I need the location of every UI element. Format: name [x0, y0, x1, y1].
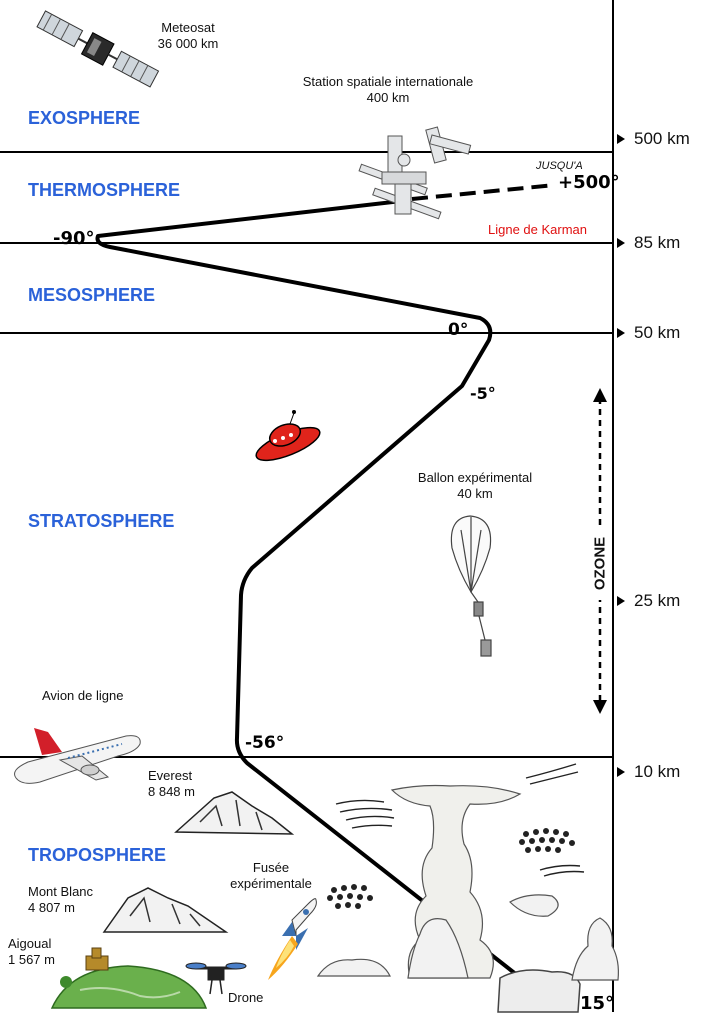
iss-name: Station spatiale internationale [302, 74, 474, 89]
aigoual-altitude: 1 567 m [8, 952, 55, 967]
iss-altitude: 400 km [366, 90, 410, 105]
balloon-name: Ballon expérimental [417, 470, 533, 485]
ozone-arrow [591, 388, 609, 714]
layer-thermosphere: THERMOSPHERE [28, 180, 181, 200]
everest-icon [174, 791, 295, 835]
ground-cloud [497, 969, 581, 1013]
small-clouds [316, 894, 619, 981]
meteosat-name: Meteosat [161, 20, 215, 35]
meso-top-temp: -90° [53, 228, 95, 249]
everest-altitude: 8 848 m [148, 784, 195, 799]
plane-caption: Avion de ligne [42, 688, 124, 703]
aigoual-caption: Aigoual 1 567 m [8, 936, 68, 968]
meteosat-caption: Meteosat 36 000 km [148, 20, 228, 52]
cirrus-clouds [335, 763, 585, 877]
ufo-icon [255, 410, 321, 462]
montblanc-altitude: 4 807 m [28, 900, 75, 915]
altitude-label-50: 50 km [634, 323, 681, 342]
balloon-caption: Ballon expérimental 40 km [400, 470, 550, 502]
thermo-temp-value: +500° [558, 172, 620, 193]
altitude-label-85: 85 km [634, 233, 681, 252]
strato-mid-temp: -5° [470, 384, 496, 403]
layer-exosphere: EXOSPHERE [28, 108, 141, 128]
strato-top-temp: 0° [448, 320, 469, 340]
rocket-caption: Fusée expérimentale [216, 860, 326, 892]
rocket-name-line1: Fusée [252, 860, 290, 875]
karman-line-label: Ligne de Karman [488, 222, 588, 237]
balloon-icon [450, 515, 492, 657]
temperature-curve-dashed [411, 183, 556, 201]
aigoual-name: Aigoual [8, 936, 52, 951]
montblanc-icon [102, 887, 229, 933]
ground-temp: 15° [580, 993, 615, 1014]
layer-troposphere: TROPOSPHERE [28, 845, 167, 865]
ozone-label: OZONE [591, 536, 609, 591]
aigoual-icon [50, 947, 208, 1009]
satellite-icon [36, 10, 160, 88]
drone-caption: Drone [228, 990, 264, 1005]
rocket-name-line2: expérimentale [230, 876, 312, 891]
temperature-curve [95, 198, 519, 977]
iss-icon [358, 126, 472, 220]
thermo-temp-prefix: JUSQU'A [536, 160, 583, 172]
iss-caption: Station spatiale internationale 400 km [278, 74, 498, 106]
meteosat-altitude: 36 000 km [157, 36, 219, 51]
everest-caption: Everest 8 848 m [148, 768, 212, 800]
tropo-top-temp: -56° [245, 733, 285, 753]
altitude-label-10: 10 km [634, 762, 681, 781]
layer-mesosphere: MESOSPHERE [28, 285, 156, 305]
altitude-label-500: 500 km [634, 129, 690, 148]
balloon-altitude: 40 km [457, 486, 493, 501]
layer-stratosphere: STRATOSPHERE [28, 511, 175, 531]
drone-icon [185, 962, 247, 995]
montblanc-name: Mont Blanc [28, 884, 94, 899]
axis-ticks [617, 134, 625, 777]
everest-name: Everest [148, 768, 193, 783]
montblanc-caption: Mont Blanc 4 807 m [28, 884, 118, 916]
rocket-icon [268, 898, 317, 980]
altocumulus-clouds [327, 828, 575, 909]
altitude-label-25: 25 km [634, 591, 681, 610]
airplane-icon [14, 728, 141, 784]
